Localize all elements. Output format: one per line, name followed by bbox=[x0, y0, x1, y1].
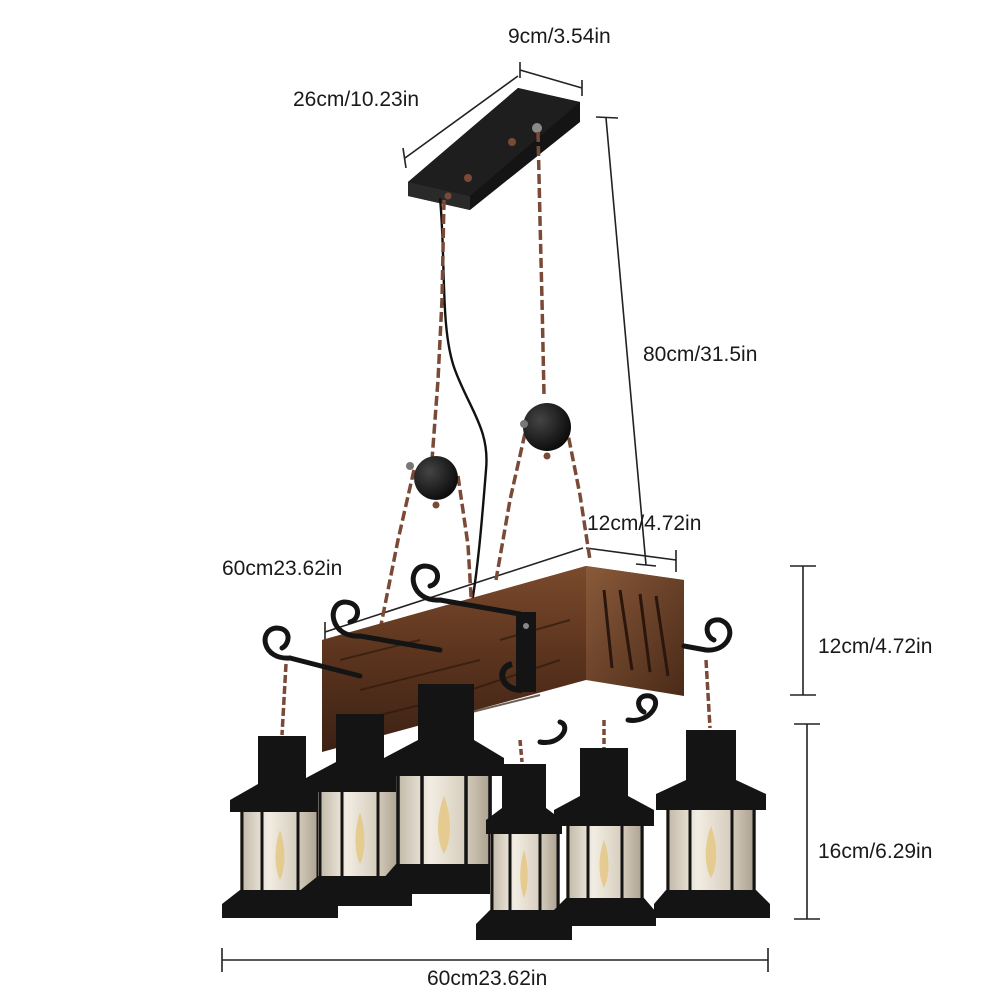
lantern-6 bbox=[654, 730, 770, 918]
spreader-ball-right bbox=[520, 403, 571, 460]
dimension-lines bbox=[221, 62, 820, 972]
dimension-overall-width: 60cm23.62in bbox=[427, 967, 548, 990]
dimension-top-depth: 9cm/3.54in bbox=[508, 25, 611, 48]
spreader-ball-left bbox=[406, 456, 458, 509]
lantern-3 bbox=[382, 684, 504, 894]
ceiling-canopy bbox=[408, 88, 580, 210]
dimension-beam-height: 12cm/4.72in bbox=[818, 635, 933, 658]
beam-bracket bbox=[499, 612, 536, 693]
lantern-4 bbox=[476, 764, 572, 940]
dimension-lantern-height: 16cm/6.29in bbox=[818, 840, 933, 863]
dimension-top-length: 26cm/10.23in bbox=[293, 88, 420, 111]
dimension-beam-length: 60cm23.62in bbox=[222, 557, 343, 580]
lantern-5 bbox=[552, 748, 656, 926]
dimension-beam-width: 12cm/4.72in bbox=[587, 512, 702, 535]
dimension-drop-height: 80cm/31.5in bbox=[643, 343, 758, 366]
scroll-arms bbox=[262, 563, 733, 745]
power-cord bbox=[438, 197, 488, 616]
